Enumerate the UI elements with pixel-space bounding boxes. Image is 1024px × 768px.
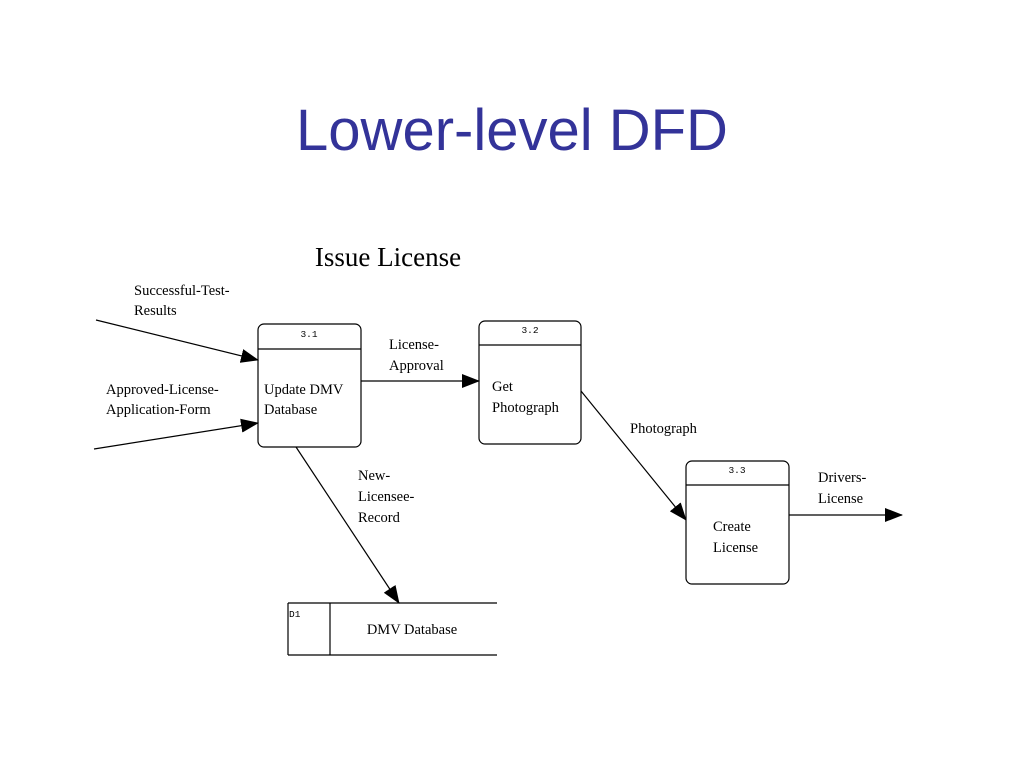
process-3-3[interactable]: 3.3 Create License (685, 460, 790, 585)
process-box (257, 323, 362, 448)
flow-arrow (93, 418, 259, 450)
process-label-line: Update DMV (264, 382, 344, 398)
flow-label-line: Successful-Test- (134, 283, 230, 299)
process-id: 3.2 (521, 325, 538, 336)
flow-photograph[interactable]: Photograph (580, 390, 698, 521)
process-label-line: Get (492, 379, 513, 395)
data-store-d1[interactable]: D1 DMV Database (287, 602, 497, 656)
diagram-title: Issue License (315, 242, 461, 272)
process-3-2[interactable]: 3.2 Get Photograph (478, 320, 582, 445)
flow-label-line: New- (358, 468, 390, 484)
flow-arrow (295, 446, 400, 604)
slide-title: Lower-level DFD (296, 98, 728, 163)
flow-label-line: Application-Form (106, 402, 211, 418)
flow-arrow (95, 319, 259, 363)
flow-successful-test-results[interactable]: Successful-Test- Results (95, 283, 259, 363)
flow-approved-license-application-form[interactable]: Approved-License- Application-Form (93, 382, 259, 450)
data-store-id: D1 (289, 609, 301, 620)
process-3-1[interactable]: 3.1 Update DMV Database (257, 323, 362, 448)
process-id: 3.1 (300, 329, 317, 340)
flow-label-line: Drivers- (818, 470, 866, 486)
flow-label-line: Licensee- (358, 489, 415, 505)
data-store-label: DMV Database (367, 622, 457, 638)
flow-label-line: Results (134, 303, 177, 319)
process-label-line: License (713, 540, 758, 556)
flow-label-line: Approved-License- (106, 382, 219, 398)
flow-drivers-license[interactable]: Drivers- License (789, 470, 903, 522)
process-label-line: Create (713, 519, 751, 535)
flow-label-line: Photograph (630, 421, 698, 437)
process-label-line: Database (264, 402, 317, 418)
flow-license-approval[interactable]: License- Approval (361, 337, 480, 388)
process-label-line: Photograph (492, 400, 560, 416)
flow-label-line: Record (358, 510, 401, 526)
process-id: 3.3 (728, 465, 745, 476)
process-box (685, 460, 790, 585)
flow-arrow (580, 390, 687, 521)
flow-label-line: License- (389, 337, 439, 353)
flow-label-line: Approval (389, 358, 444, 374)
flow-new-licensee-record[interactable]: New- Licensee- Record (295, 446, 415, 604)
flow-label-line: License (818, 491, 863, 507)
